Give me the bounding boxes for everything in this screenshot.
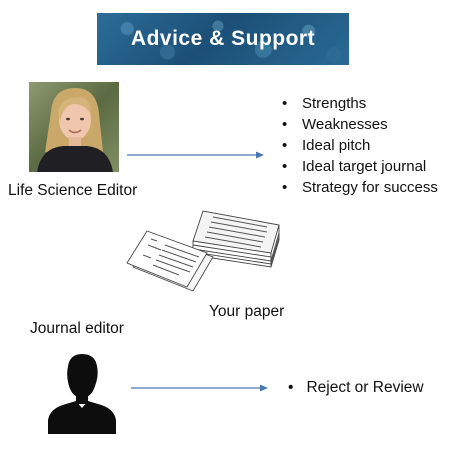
editor-arrow — [127, 151, 264, 159]
advice-item-ideal-pitch: Ideal pitch — [282, 135, 438, 156]
advice-item-weaknesses: Weaknesses — [282, 114, 438, 135]
journal-arrow — [131, 384, 268, 392]
advice-list: Strengths Weaknesses Ideal pitch Ideal t… — [282, 93, 438, 198]
title-banner: Advice & Support — [97, 13, 349, 65]
outcome-item: • Reject or Review — [288, 379, 424, 397]
advice-item-strengths: Strengths — [282, 93, 438, 114]
editor-label: Life Science Editor — [8, 182, 138, 199]
person-silhouette-icon — [48, 354, 116, 434]
paper-illustration — [121, 205, 291, 298]
bullet-dot: • — [288, 379, 294, 396]
paper-label: Your paper — [209, 303, 285, 320]
loose-sheets — [126, 230, 214, 292]
stack-text-lines — [204, 216, 268, 248]
banner-title: Advice & Support — [130, 27, 316, 50]
editor-photo — [29, 82, 119, 172]
paper-stack — [192, 210, 280, 268]
sheet-text-lines — [142, 238, 200, 276]
outcome-text: Reject or Review — [306, 379, 424, 396]
advice-item-target-journal: Ideal target journal — [282, 156, 438, 177]
advice-item-strategy: Strategy for success — [282, 177, 438, 198]
journal-editor-label: Journal editor — [30, 320, 124, 337]
